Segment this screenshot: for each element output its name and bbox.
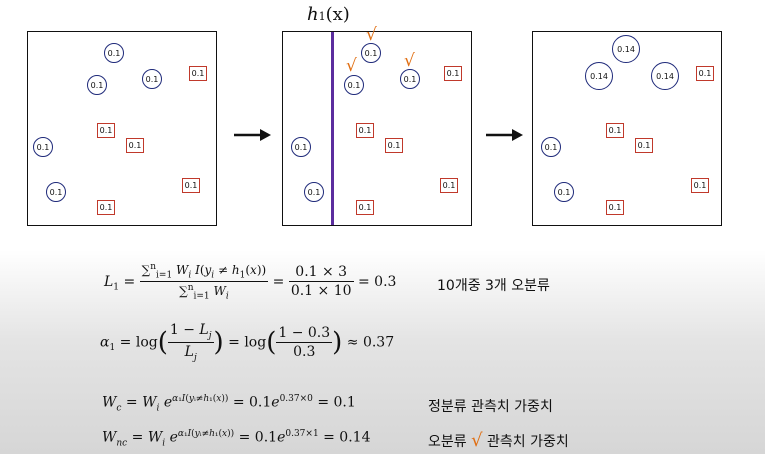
alpha-den-j: j: [193, 352, 197, 363]
circle-point-misclassified: 0.1: [344, 75, 364, 95]
note-misclassified-a: 오분류: [428, 434, 467, 450]
alpha-symbol: α: [100, 334, 110, 351]
check-mark-icon: √: [471, 430, 483, 451]
panel-classified: 0.1 0.1 0.1 0.1 0.1 √ √ √ 0.1 0.1 0.1 0.…: [282, 27, 472, 226]
circle-point: 0.1: [46, 182, 66, 202]
circle-point: 0.1: [541, 137, 561, 157]
square-point: 0.1: [126, 138, 144, 153]
h1-subscript: 1: [318, 10, 326, 23]
circle-point: 0.1: [554, 182, 574, 202]
formula-L1-num: 0.1 × 3: [288, 264, 354, 283]
check-mark-icon: √: [366, 25, 377, 45]
Wnc-sub: nc: [116, 438, 128, 449]
formula-Wc: Wc = Wi eα₁I(yᵢ≠h₁(x)) = 0.1e0.37×0 = 0.…: [102, 394, 356, 414]
note-misclassified-weight: 오분류 √ 관측치 가중치: [428, 430, 569, 451]
Wnc-wi-sub: i: [162, 438, 166, 449]
circle-point: 0.1: [304, 182, 324, 202]
Wc-symbol: W: [102, 394, 117, 411]
formula-L1-values: 0.1 × 3 0.1 × 10: [288, 264, 354, 300]
arrow-right-icon: [234, 129, 271, 141]
circle-point: 0.1: [33, 137, 53, 157]
Wnc-exp: 0.37×1: [285, 429, 319, 439]
note-misclassified-count: 10개중 3개 오분류: [437, 278, 550, 294]
square-point: 0.1: [440, 178, 458, 193]
alpha-sub: 1: [109, 343, 116, 354]
check-mark-icon: √: [346, 56, 357, 76]
circle-point-upweighted: 0.14: [651, 62, 679, 90]
alpha-result: ≈ 0.37: [346, 334, 395, 351]
alpha-num-prefix: 1 −: [169, 322, 200, 338]
formula-L1-frac: ∑ni=1 Wi I(yi ≠ h1(x)) ∑ni=1 Wi: [139, 262, 269, 302]
formula-L1-result: = 0.3: [358, 273, 397, 290]
decision-boundary-line: [331, 32, 334, 225]
formula-L1: L1 = ∑ni=1 Wi I(yi ≠ h1(x)) ∑ni=1 Wi = 0…: [104, 262, 397, 302]
square-point: 0.1: [696, 66, 714, 81]
Wc-wi-sub: i: [156, 403, 160, 414]
Wnc-mid: = 0.1: [238, 429, 278, 446]
check-mark-icon: √: [404, 51, 415, 71]
square-point: 0.1: [606, 123, 624, 138]
note-misclassified-b: 관측치 가중치: [487, 434, 569, 450]
square-point: 0.1: [356, 200, 374, 215]
square-point: 0.1: [444, 66, 462, 81]
alpha-num-j: j: [208, 330, 212, 341]
circle-point: 0.1: [142, 69, 162, 89]
Wc-exp: 0.37×0: [279, 394, 313, 404]
formula-Wnc: Wnc = Wi eα₁I(yᵢ≠h₁(x)) = 0.1e0.37×1 = 0…: [102, 429, 371, 449]
Wnc-result: = 0.14: [323, 429, 371, 446]
circle-point-misclassified: 0.1: [361, 43, 381, 63]
square-point: 0.1: [385, 138, 403, 153]
alpha-den-L: L: [184, 343, 194, 360]
square-point: 0.1: [691, 178, 709, 193]
formula-L1-den: 0.1 × 10: [290, 283, 352, 300]
panel-reweighted: 0.14 0.14 0.14 0.1 0.1 0.1 0.1 0.1 0.1 0…: [532, 31, 722, 226]
circle-point-misclassified: 0.1: [400, 69, 420, 89]
formula-L1-lhs-sub: 1: [113, 282, 120, 293]
square-point: 0.1: [97, 123, 115, 138]
circle-point: 0.1: [291, 137, 311, 157]
Wnc-symbol: W: [102, 429, 117, 446]
circle-point-upweighted: 0.14: [585, 62, 613, 90]
square-point: 0.1: [635, 138, 653, 153]
log-fn: log: [244, 334, 267, 351]
square-point: 0.1: [189, 66, 207, 81]
Wc-sub: c: [116, 403, 122, 414]
panel-initial: 0.1 0.1 0.1 0.1 0.1 0.1 0.1 0.1 0.1 0.1: [27, 31, 217, 226]
square-point: 0.1: [97, 200, 115, 215]
circle-point: 0.1: [104, 43, 124, 63]
note-correct-weight: 정분류 관측치 가중치: [428, 399, 553, 415]
log-fn: log: [135, 334, 158, 351]
square-point: 0.1: [606, 200, 624, 215]
Wc-result: = 0.1: [317, 394, 356, 411]
h1-arg: (x): [325, 4, 350, 25]
alpha-num-L: L: [199, 322, 209, 338]
circle-point: 0.1: [87, 75, 107, 95]
Wc-mid: = 0.1: [232, 394, 272, 411]
circle-point-upweighted: 0.14: [612, 35, 640, 63]
alpha-num-val: 1 − 0.3: [276, 324, 333, 343]
square-point: 0.1: [356, 123, 374, 138]
h1-label: h1(x): [307, 4, 350, 25]
alpha-den-val: 0.3: [293, 343, 316, 360]
arrow-right-icon: [486, 129, 523, 141]
Wnc-e: e: [277, 429, 286, 446]
h1-letter: h: [307, 4, 319, 25]
Wc-e: e: [271, 394, 280, 411]
square-point: 0.1: [182, 178, 200, 193]
formula-L1-lhs: L: [104, 273, 114, 290]
